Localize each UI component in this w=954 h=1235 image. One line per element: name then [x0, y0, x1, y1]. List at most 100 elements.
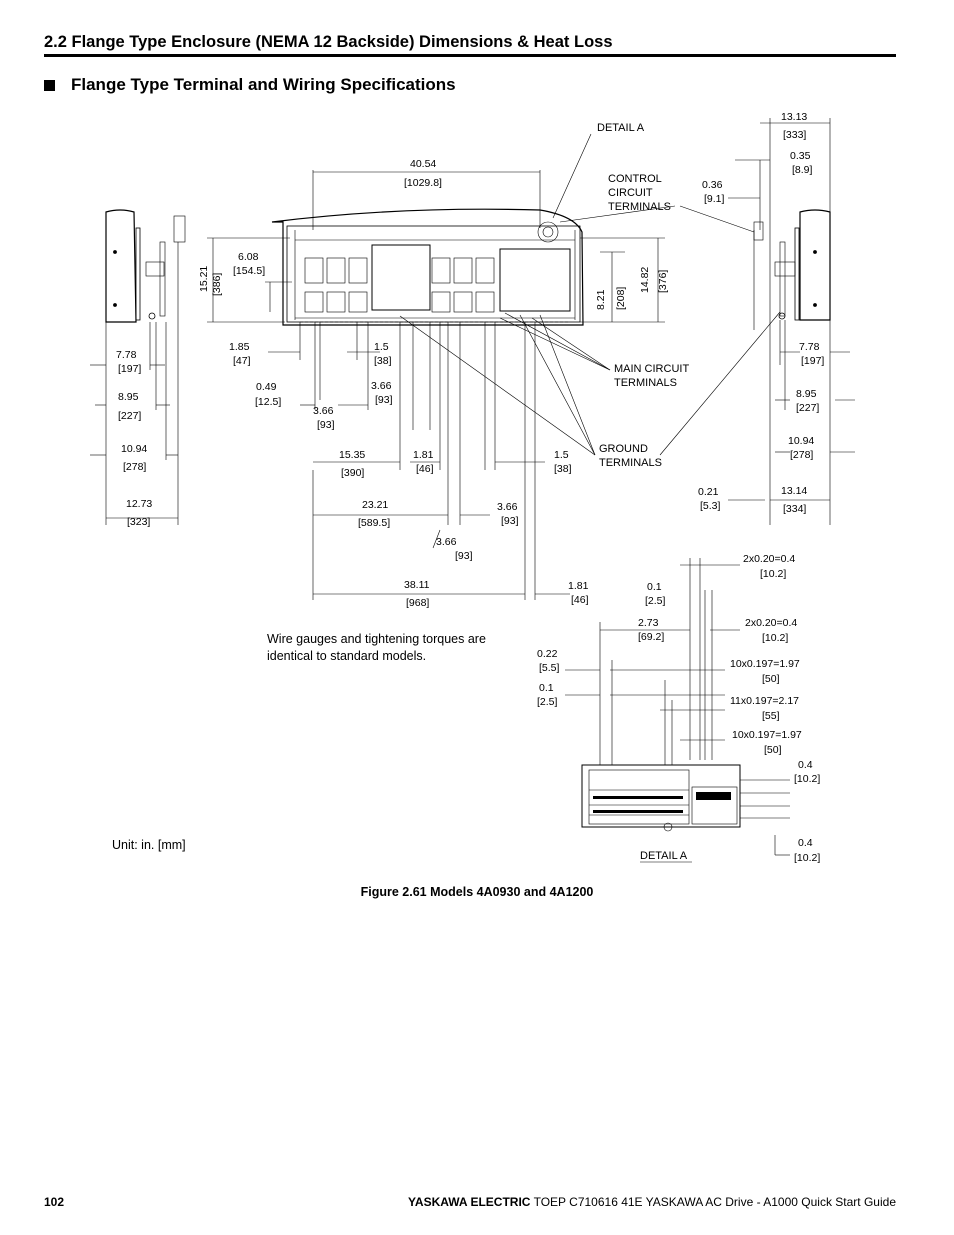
subsection-title: Flange Type Terminal and Wiring Specific…: [71, 75, 456, 94]
dim-label: [9.1]: [704, 193, 725, 205]
dim-label: [5.5]: [539, 662, 560, 674]
figure-caption: Figure 2.61 Models 4A0930 and 4A1200: [360, 885, 594, 899]
callout-ground-terminals: TERMINALS: [599, 457, 662, 469]
dim-label: 10.94: [121, 443, 147, 455]
dim-label: 12.73: [126, 498, 152, 510]
dim-label: 1.81: [568, 580, 589, 592]
dim-label: 7.78: [116, 349, 137, 361]
page-number: 102: [44, 1195, 65, 1209]
dim-label: 38.11: [404, 579, 430, 591]
dim-label: 0.21: [698, 486, 719, 498]
dim-label: [968]: [406, 597, 429, 609]
dim-label: [38]: [554, 463, 572, 475]
front-view: [271, 208, 584, 326]
callout-ground: GROUND: [599, 443, 648, 455]
dim-label: 13.14: [781, 485, 807, 497]
left-dimension-lines: [90, 242, 179, 525]
dim-label: 1.85: [229, 341, 250, 353]
dim-label: [12.5]: [255, 396, 281, 408]
dim-label: 1.5: [374, 341, 389, 353]
dim-label: 0.1: [647, 581, 662, 593]
title-rule: [44, 54, 896, 57]
detail-a-view: [581, 764, 741, 832]
dim-label: [8.9]: [792, 164, 813, 176]
callout-detail-a-bottom: DETAIL A: [640, 850, 688, 862]
dim-label: 23.21: [362, 499, 388, 511]
callout-terminals: TERMINALS: [608, 201, 671, 213]
footer-doc-info: YASKAWA ELECTRIC TOEP C710616 41E YASKAW…: [408, 1195, 896, 1209]
dim-label: 40.54: [410, 158, 436, 170]
dim-label: [10.2]: [794, 852, 820, 864]
dim-label: [50]: [764, 744, 782, 756]
left-side-view: [105, 209, 186, 323]
dim-label: 13.13: [781, 111, 807, 123]
callout-circuit: CIRCUIT: [608, 187, 653, 199]
callout-leaders: [399, 133, 781, 456]
dim-label: [69.2]: [638, 631, 664, 643]
dim-label: 2x0.20=0.4: [743, 553, 795, 565]
dim-label: [93]: [501, 515, 519, 527]
callout-main-terminals: TERMINALS: [614, 377, 677, 389]
dim-label: [46]: [416, 463, 434, 475]
dim-label: [589.5]: [358, 517, 390, 529]
dim-label: 2x0.20=0.4: [745, 617, 797, 629]
dim-label: 8.95: [796, 388, 817, 400]
dim-label: 10.94: [788, 435, 814, 447]
dim-label: 3.66: [313, 405, 334, 417]
dim-label: [93]: [317, 419, 335, 431]
front-dimension-lines: [207, 170, 665, 600]
subsection-heading: Flange Type Terminal and Wiring Specific…: [44, 75, 456, 95]
dim-label: 0.36: [702, 179, 723, 191]
dim-label: 0.1: [539, 682, 554, 694]
dim-label: 7.78: [799, 341, 820, 353]
footer-doc-text: TOEP C710616 41E YASKAWA AC Drive - A100…: [530, 1195, 896, 1209]
dim-label: [333]: [783, 129, 806, 141]
dim-label: [93]: [375, 394, 393, 406]
dim-label: 15.35: [339, 449, 365, 461]
right-dimension-lines: [679, 118, 855, 525]
dim-label: 0.22: [537, 648, 558, 660]
dim-label: 10x0.197=1.97: [730, 658, 800, 670]
dim-label: [10.2]: [794, 773, 820, 785]
dim-label: 2.73: [638, 617, 659, 629]
callout-detail-a: DETAIL A: [597, 122, 645, 134]
dim-label: [278]: [790, 449, 813, 461]
dim-label: [5.3]: [700, 500, 721, 512]
dim-label: [47]: [233, 355, 251, 367]
dim-label: [46]: [571, 594, 589, 606]
dim-label: [197]: [801, 355, 824, 367]
callout-control: CONTROL: [608, 173, 662, 185]
dim-label: [55]: [762, 710, 780, 722]
dim-label: 3.66: [436, 536, 457, 548]
dim-label: 8.95: [118, 391, 139, 403]
wiring-note: Wire gauges and tightening torques are i…: [267, 632, 486, 663]
dimension-drawing: DETAIL A CONTROL CIRCUIT TERMINALS MAIN …: [90, 111, 855, 864]
footer-brand: YASKAWA ELECTRIC: [408, 1195, 531, 1209]
dim-label: [278]: [123, 461, 146, 473]
bullet-square-icon: [44, 79, 55, 91]
dim-label: [10.2]: [760, 568, 786, 580]
dim-label: [1029.8]: [404, 177, 442, 189]
dim-label: [2.5]: [537, 696, 558, 708]
dim-label: [2.5]: [645, 595, 666, 607]
dim-label: 10x0.197=1.97: [732, 729, 802, 741]
dim-label: [197]: [118, 363, 141, 375]
dim-label: 11x0.197=2.17: [730, 695, 799, 707]
dim-label: [227]: [796, 402, 819, 414]
unit-label: Unit: in. [mm]: [112, 838, 186, 852]
dim-label: [93]: [455, 550, 473, 562]
dim-label: [323]: [127, 516, 150, 528]
detail-dimension-lines: [565, 558, 790, 863]
dim-label: [376]: [657, 270, 669, 293]
callout-main-circuit: MAIN CIRCUIT: [614, 363, 689, 375]
dim-label: 8.21: [595, 289, 607, 310]
dim-label: 3.66: [371, 380, 392, 392]
section-title: 2.2 Flange Type Enclosure (NEMA 12 Backs…: [44, 33, 613, 51]
dim-label: 0.49: [256, 381, 277, 393]
dim-label: [208]: [615, 287, 627, 310]
dim-label: [10.2]: [762, 632, 788, 644]
dim-label: [227]: [118, 410, 141, 422]
dim-label: 3.66: [497, 501, 518, 513]
dim-label: [386]: [211, 273, 223, 296]
dim-label: 0.4: [798, 837, 813, 849]
